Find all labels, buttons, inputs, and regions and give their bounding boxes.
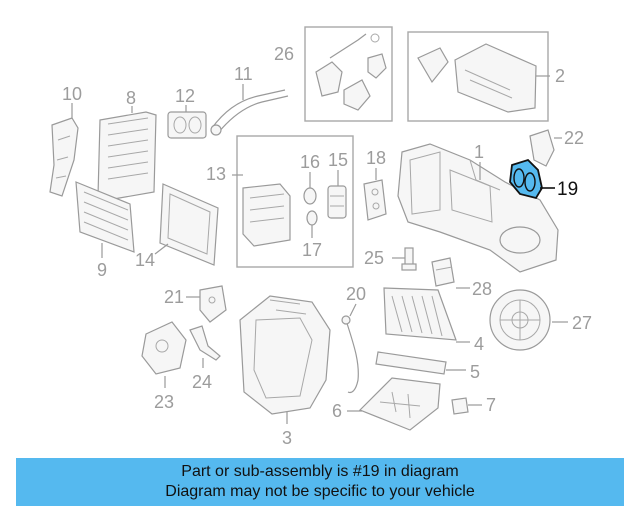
callout-1: 1 xyxy=(474,142,484,162)
part-11-pipes[interactable] xyxy=(210,89,289,136)
part-1-hvac-case[interactable] xyxy=(397,143,559,273)
info-banner: Part or sub-assembly is #19 in diagram D… xyxy=(16,458,624,506)
callout-19: 19 xyxy=(557,179,578,200)
part-14-frame[interactable] xyxy=(159,183,219,266)
callout-10: 10 xyxy=(62,84,82,104)
part-8-evaporator[interactable] xyxy=(97,111,157,201)
group-box-13 xyxy=(236,135,354,268)
part-20-hose[interactable] xyxy=(341,315,359,394)
part-12-grommets[interactable] xyxy=(167,111,207,139)
part-9-heater-core[interactable] xyxy=(75,181,135,253)
callout-12: 12 xyxy=(175,86,195,106)
banner-line-2: Diagram may not be specific to your vehi… xyxy=(165,483,475,500)
callout-18: 18 xyxy=(366,148,386,168)
part-19-gasket-highlighted[interactable] xyxy=(509,158,543,200)
callout-24: 24 xyxy=(192,372,212,392)
parts-diagram: 10 8 9 14 12 11 26 xyxy=(49,26,592,448)
part-18-sensor[interactable] xyxy=(363,179,387,221)
part-25-bolt[interactable] xyxy=(401,247,417,271)
callout-21: 21 xyxy=(164,287,184,307)
part-15-valve[interactable] xyxy=(327,185,347,219)
callout-28: 28 xyxy=(472,279,492,299)
callout-15: 15 xyxy=(328,150,348,170)
callout-23: 23 xyxy=(154,392,174,412)
part-3-distribution-housing[interactable] xyxy=(239,295,331,415)
callout-20: 20 xyxy=(346,284,366,304)
part-21-bracket[interactable] xyxy=(199,285,227,323)
leader-20 xyxy=(349,303,357,317)
callout-25: 25 xyxy=(364,248,384,268)
callout-8: 8 xyxy=(126,88,136,108)
callout-11: 11 xyxy=(234,64,253,84)
callout-22: 22 xyxy=(564,128,584,148)
part-22-bracket[interactable] xyxy=(529,129,555,167)
part-13-expansion-valve[interactable] xyxy=(242,183,291,247)
part-2-tray[interactable] xyxy=(417,43,537,113)
callout-4: 4 xyxy=(474,334,484,354)
callout-14: 14 xyxy=(135,250,155,270)
leader-14 xyxy=(154,243,169,255)
part-24-sensor-probe[interactable] xyxy=(189,325,221,361)
part-27-blower-motor[interactable] xyxy=(489,289,551,351)
callout-9: 9 xyxy=(97,260,107,280)
group-box-26 xyxy=(304,26,393,122)
part-4-cabin-filter[interactable] xyxy=(383,287,457,341)
callout-27: 27 xyxy=(572,313,592,333)
callout-16: 16 xyxy=(300,152,320,172)
callout-5: 5 xyxy=(470,362,480,382)
part-28-connector[interactable] xyxy=(431,257,455,287)
part-17-o-ring[interactable] xyxy=(306,210,318,226)
callout-2: 2 xyxy=(555,66,565,86)
part-7-clip[interactable] xyxy=(451,397,469,415)
callout-17: 17 xyxy=(302,240,322,260)
callout-7: 7 xyxy=(486,395,496,415)
callout-3: 3 xyxy=(282,428,292,448)
part-6-tray[interactable] xyxy=(358,377,441,431)
part-5-seal[interactable] xyxy=(375,351,447,375)
callout-26: 26 xyxy=(274,44,294,64)
banner-line-1: Part or sub-assembly is #19 in diagram xyxy=(181,463,459,480)
part-10-bracket[interactable] xyxy=(49,117,79,197)
callout-6: 6 xyxy=(332,401,342,421)
part-23-actuator[interactable] xyxy=(141,321,187,375)
part-16-o-ring[interactable] xyxy=(303,187,317,205)
part-26-actuators[interactable] xyxy=(315,33,387,111)
callout-13: 13 xyxy=(206,164,226,184)
